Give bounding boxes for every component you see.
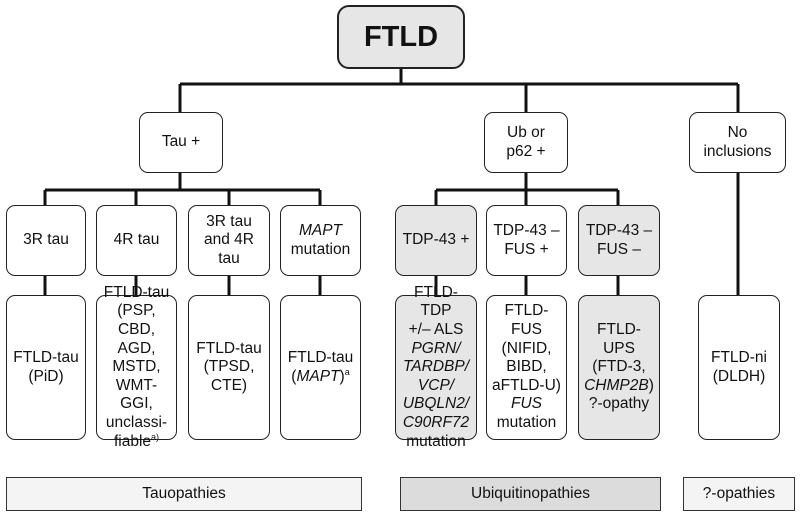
node-ftld-tdp-line: +/– ALS xyxy=(408,321,464,339)
node-fus-negative-line: TDP-43 – xyxy=(585,221,653,239)
node-ftld-ups-line: ?-opathy xyxy=(588,395,650,413)
node-ftld-ni: FTLD-ni (DLDH) xyxy=(698,295,780,440)
node-fus-negative: TDP-43 – FUS – xyxy=(578,205,660,276)
group-label-tauopathies-text: Tauopathies xyxy=(142,485,226,502)
node-ftld-ni-line: (DLDH) xyxy=(712,367,766,385)
group-label-opathies-text: ?-opathies xyxy=(702,485,776,502)
node-ftld-ups-line: (FTD-3, xyxy=(592,358,646,376)
footnote-marker: a) xyxy=(151,431,160,442)
root-node-ftld: FTLD xyxy=(337,5,465,69)
node-no-inclusions: No inclusions xyxy=(689,112,786,173)
node-ftld-tau-4r: FTLD-tau (PSP, CBD, AGD, MSTD, WMT-GGI, … xyxy=(96,284,177,450)
gene-name: UBQLN2/ xyxy=(402,395,470,413)
footnote-marker: a xyxy=(344,366,350,377)
node-ftld-ups: FTLD-UPS (FTD-3, CHMP2B) ?-opathy xyxy=(578,295,660,440)
node-ftld-tau-4r-line: WMT-GGI, xyxy=(115,376,158,413)
node-tau-positive-label: Tau + xyxy=(161,133,201,151)
node-ftld-tau-mapt-gene-line: (MAPT)a xyxy=(291,366,350,387)
node-mapt-mutation: MAPT mutation xyxy=(280,205,361,276)
node-fus-positive-line: FUS + xyxy=(504,240,549,258)
node-ftld-tau-mapt-line: FTLD-tau xyxy=(287,348,354,366)
gene-name: CHMP2B xyxy=(584,376,649,394)
gene-name: FUS xyxy=(511,395,542,413)
node-ftld-tau-4r-line: MSTD, xyxy=(112,358,161,376)
root-label: FTLD xyxy=(363,20,439,53)
node-no-inclusions-line: No xyxy=(727,123,748,141)
node-ftld-fus-line: mutation xyxy=(496,413,557,431)
group-label-ubiquitinopathies-text: Ubiquitinopathies xyxy=(471,485,590,502)
node-ftld-tau-tpsd-line: (TPSD, xyxy=(203,358,255,376)
node-ub-p62: Ub or p62 + xyxy=(484,112,568,173)
node-ftld-tau-pid-line: FTLD-tau xyxy=(13,348,79,366)
gene-name: TARDBP/ xyxy=(402,358,470,376)
group-label-ubiquitinopathies: Ubiquitinopathies xyxy=(400,477,661,511)
node-ftld-tdp-line: FTLD-TDP xyxy=(414,283,458,320)
node-ftld-tau-4r-line: unclassi- xyxy=(105,413,168,431)
group-label-tauopathies: Tauopathies xyxy=(6,477,362,511)
gene-name: C90RF72 xyxy=(402,413,470,431)
node-tdp43-positive: TDP-43 + xyxy=(395,205,477,276)
node-ftld-tau-4r-last-text: fiable xyxy=(113,432,152,450)
node-fus-positive-line: TDP-43 – xyxy=(493,221,560,239)
node-ftld-ni-line: FTLD-ni xyxy=(711,348,767,366)
node-ftld-tdp-line: mutation xyxy=(406,432,466,450)
node-ftld-ups-gene-line: CHMP2B) xyxy=(584,377,654,396)
node-ftld-tau-mapt: FTLD-tau (MAPT)a xyxy=(280,295,361,440)
node-ftld-tau-tpsd: FTLD-tau (TPSD, CTE) xyxy=(188,295,270,440)
group-label-opathies: ?-opathies xyxy=(683,477,795,511)
node-ftld-fus-line: (NIFID, xyxy=(501,339,552,357)
node-ftld-fus-line: BIBD, xyxy=(506,358,547,376)
node-fus-negative-line: FUS – xyxy=(597,240,641,258)
node-fus-positive: TDP-43 – FUS + xyxy=(486,205,567,276)
paren-close: ) xyxy=(648,376,654,394)
gene-name: PGRN/ xyxy=(411,339,461,357)
node-3r-tau-label: 3R tau xyxy=(23,231,69,249)
node-3r-4r-tau-line: and 4R xyxy=(204,231,254,249)
node-ftld-tau-4r-line: AGD, xyxy=(117,339,156,357)
node-4r-tau: 4R tau xyxy=(96,205,177,276)
node-mapt-mutation-line: mutation xyxy=(290,240,351,258)
node-ub-p62-line: Ub or xyxy=(507,123,545,141)
node-ftld-tau-4r-line: (PSP, CBD, xyxy=(117,302,156,339)
node-3r-tau: 3R tau xyxy=(6,205,86,276)
node-4r-tau-label: 4R tau xyxy=(113,231,160,249)
mapt-gene-name: MAPT xyxy=(298,221,343,239)
node-ftld-tau-pid-line: (PiD) xyxy=(28,367,64,385)
node-3r-4r-tau: 3R tau and 4R tau xyxy=(188,205,270,276)
paren-open: ( xyxy=(291,367,297,385)
node-ftld-tdp: FTLD-TDP +/– ALS PGRN/ TARDBP/ VCP/ UBQL… xyxy=(395,284,477,450)
node-ftld-tau-pid: FTLD-tau (PiD) xyxy=(6,295,86,440)
node-ftld-tau-4r-last-line: fiablea) xyxy=(113,431,160,452)
node-ftld-fus-line: FTLD-FUS xyxy=(504,302,549,339)
node-ftld-tau-tpsd-line: CTE) xyxy=(210,376,248,394)
node-tau-positive: Tau + xyxy=(139,112,223,173)
node-ub-p62-line: p62 + xyxy=(506,142,546,160)
node-ftld-tau-4r-line: FTLD-tau xyxy=(103,283,170,301)
node-no-inclusions-line: inclusions xyxy=(703,142,772,160)
node-ftld-fus-line: aFTLD-U) xyxy=(492,376,561,394)
node-3r-4r-tau-line: 3R tau xyxy=(206,212,252,230)
node-tdp43-positive-label: TDP-43 + xyxy=(402,231,470,249)
node-3r-4r-tau-line: tau xyxy=(218,249,240,267)
mapt-gene-name: MAPT xyxy=(296,367,340,385)
paren-close: ) xyxy=(339,367,345,385)
node-ftld-fus: FTLD-FUS (NIFID, BIBD, aFTLD-U) FUS muta… xyxy=(486,295,567,440)
node-ftld-tau-tpsd-line: FTLD-tau xyxy=(196,339,262,357)
node-ftld-ups-line: FTLD-UPS xyxy=(597,321,641,357)
gene-name: VCP/ xyxy=(417,376,455,394)
